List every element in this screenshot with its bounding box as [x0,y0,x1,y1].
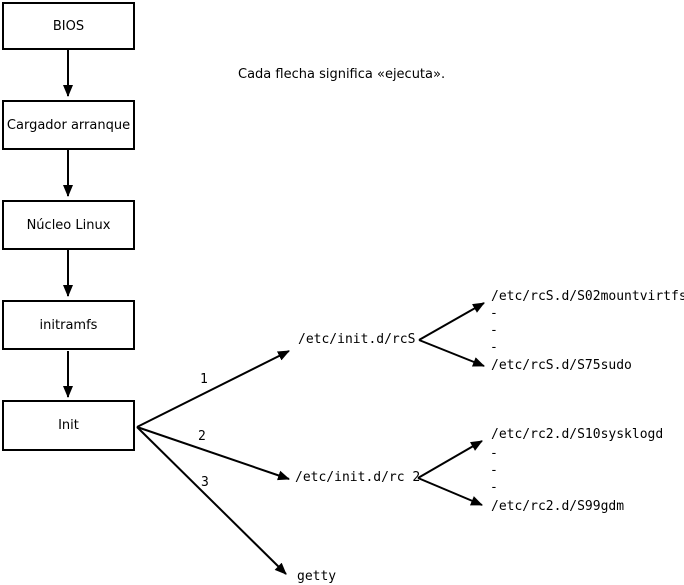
box-init-label: Init [58,418,79,433]
box-bootloader: Cargador arranque [2,100,135,150]
ellipsis-dash: - [490,323,498,338]
arrow-rc2-to-s10 [417,440,483,479]
arrow-init-to-rc2 [136,426,290,481]
arrow-rc2-to-s99 [417,477,483,506]
box-initramfs-label: initramfs [39,317,98,333]
arrow-label-1: 1 [200,372,208,387]
node-rc2-s99gdm: /etc/rc2.d/S99gdm [491,499,625,514]
node-rcS-s02mountvirtfs: /etc/rcS.d/S02mountvirtfs [491,289,684,304]
box-initramfs: initramfs [2,300,135,350]
box-bootloader-label: Cargador arranque [6,117,131,133]
arrow-init-to-rcS [136,350,290,428]
legend-caption: Cada flecha significa «ejecuta». [238,67,446,82]
node-rcS-s75sudo: /etc/rcS.d/S75sudo [491,358,632,373]
box-init: Init [2,400,135,451]
box-linux-kernel: Núcleo Linux [2,200,135,250]
ellipsis-rc2: - - - [490,445,498,496]
box-bios-label: BIOS [52,18,85,34]
ellipsis-dash: - [490,306,498,321]
ellipsis-dash: - [490,446,498,461]
ellipsis-rcS: - - - [490,305,498,356]
node-init-d-rc2: /etc/init.d/rc 2 [295,470,421,485]
arrow-rcS-to-s02 [418,302,485,341]
arrow-init-to-getty [136,426,287,575]
arrow-rcS-to-s75 [418,339,485,367]
box-bios: BIOS [2,2,135,50]
node-rc2-s10sysklogd: /etc/rc2.d/S10sysklogd [491,427,664,442]
ellipsis-dash: - [490,480,498,495]
node-getty: getty [297,569,337,584]
ellipsis-dash: - [490,463,498,478]
ellipsis-dash: - [490,340,498,355]
node-init-d-rcS: /etc/init.d/rcS [298,332,416,347]
box-linux-kernel-label: Núcleo Linux [26,217,111,233]
arrow-label-3: 3 [201,475,209,490]
arrow-label-2: 2 [198,429,206,444]
